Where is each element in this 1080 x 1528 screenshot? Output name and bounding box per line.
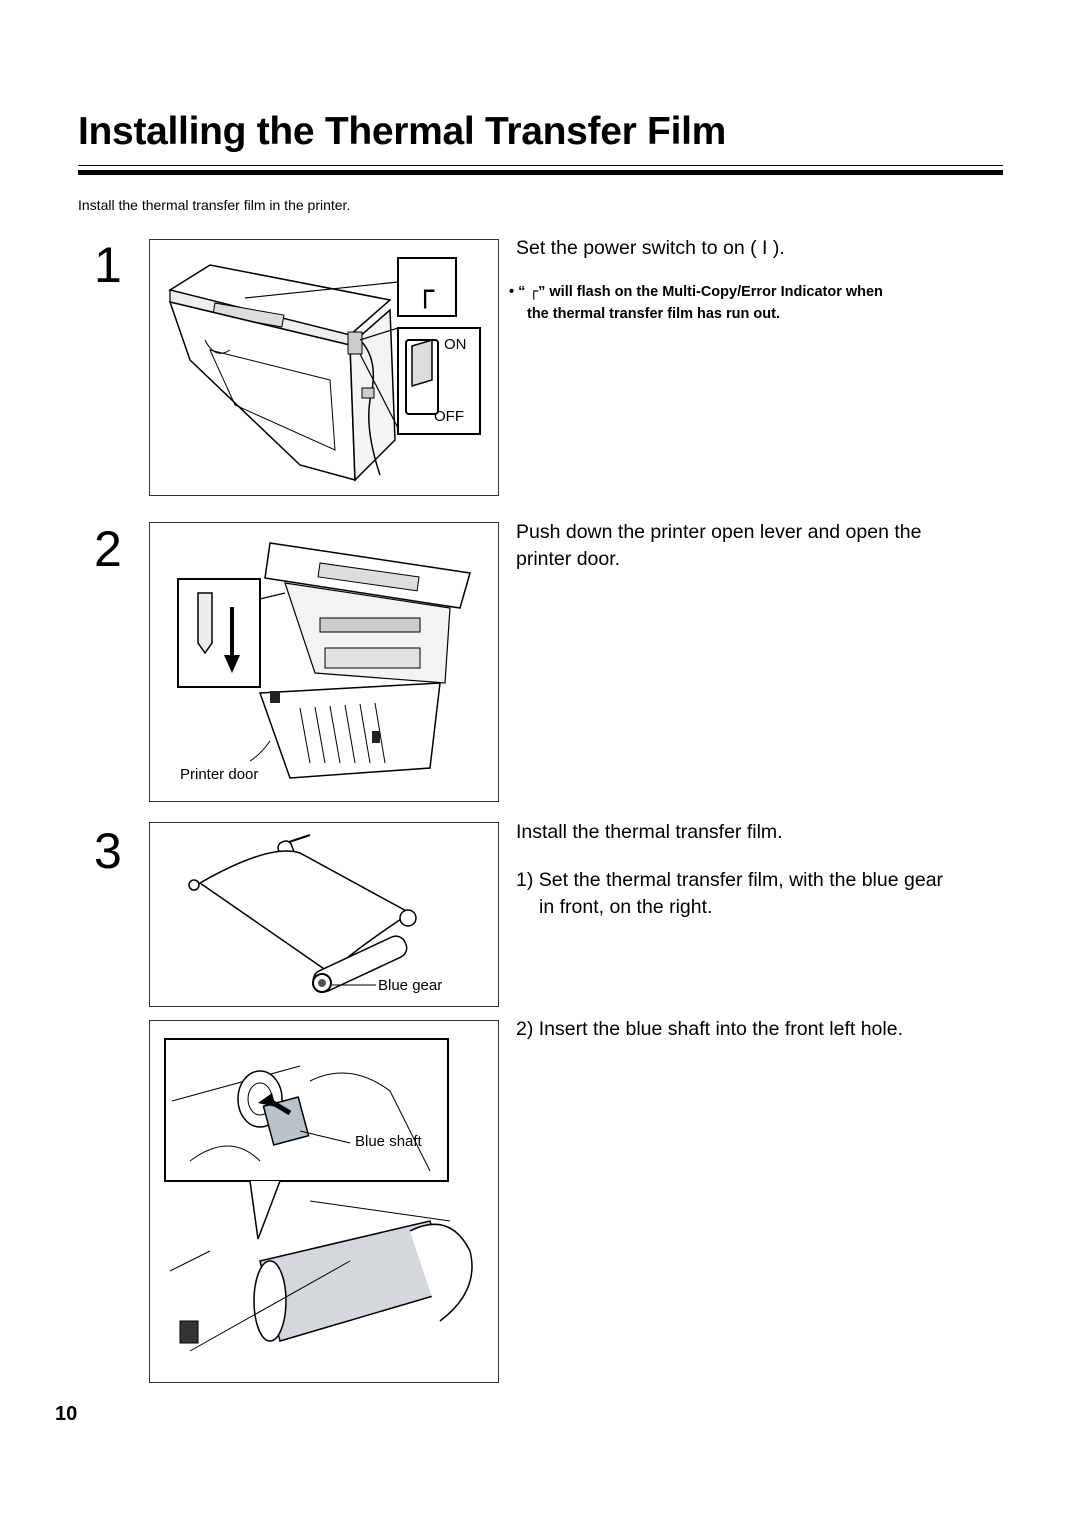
step-3-sub1-line-2: in front, on the right. [539, 896, 713, 918]
step-2-number: 2 [94, 521, 122, 577]
note-line-1: ” will flash on the Multi-Copy/Error Ind… [538, 284, 883, 300]
step-3-figure-film: Blue gear [149, 822, 499, 1007]
step-3-sub2: 2) Insert the blue shaft into the front … [516, 1018, 903, 1040]
blue-shaft-label: Blue shaft [355, 1133, 422, 1150]
step-2-text-line-2: printer door. [516, 548, 621, 570]
printer-power-illustration [168, 257, 481, 482]
intro-text: Install the thermal transfer film in the… [78, 197, 351, 213]
step-3-sub1-line-1: 1) Set the thermal transfer film, with t… [516, 869, 944, 891]
step-1-number: 1 [94, 237, 122, 293]
note-open-quote: “ [518, 284, 526, 300]
step-1-note-line-2: the thermal transfer film has run out. [527, 306, 780, 322]
step-1-figure: ┌ ON OFF [149, 239, 499, 496]
title-rule-thick [78, 170, 1003, 175]
switch-on-label: ON [444, 336, 467, 353]
film-roll-illustration [188, 834, 417, 993]
note-bullet: • [509, 284, 515, 300]
page-title: Installing the Thermal Transfer Film [78, 110, 727, 153]
display-indicator: ┌ [416, 274, 435, 309]
step-1-note: • “ ┌” will flash on the Multi-Copy/Erro… [509, 281, 883, 303]
page-number: 10 [55, 1403, 78, 1425]
step-2-figure: Printer door [149, 522, 499, 802]
step-3-text: Install the thermal transfer film. [516, 821, 783, 843]
step-2-text-line-1: Push down the printer open lever and ope… [516, 521, 922, 543]
title-rule-thin [78, 165, 1003, 166]
note-indicator-symbol: ┌ [529, 284, 539, 300]
step-1-text: Set the power switch to on ( I ). [516, 237, 785, 259]
step-3-figure-shaft: Blue shaft [149, 1020, 499, 1383]
switch-off-label: OFF [434, 408, 464, 425]
blue-shaft-illustration [164, 1038, 473, 1352]
printer-door-illustration [177, 542, 471, 779]
step-3-number: 3 [94, 823, 122, 879]
blue-gear-label: Blue gear [378, 977, 443, 994]
printer-door-label: Printer door [180, 766, 259, 783]
